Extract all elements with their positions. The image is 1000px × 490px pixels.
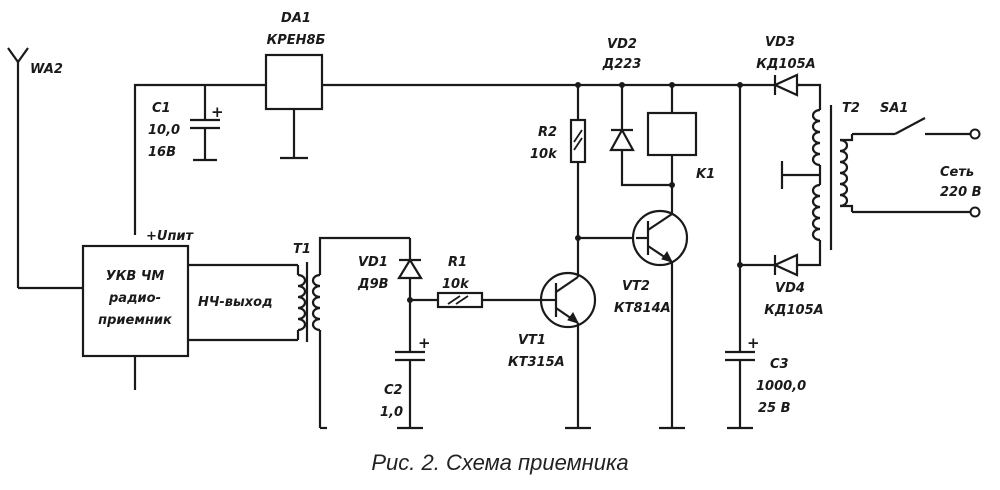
label-c2-plus: + — [418, 334, 431, 352]
label-wa2: WA2 — [30, 62, 63, 77]
label-vd4-ref: VD4 — [775, 281, 805, 296]
label-unit: +Uпит — [146, 229, 195, 244]
resistor-r1 — [410, 291, 542, 309]
label-vt1-ref: VT1 — [518, 333, 546, 348]
mains-terminals — [852, 128, 981, 218]
label-r2-val: 10k — [530, 147, 558, 162]
label-vd2-type: Д223 — [602, 57, 642, 72]
rectifier-bus — [737, 82, 775, 352]
label-c3-volt: 25 В — [758, 401, 791, 416]
label-c2-ref: C2 — [384, 383, 403, 398]
fm-receiver-block — [81, 244, 190, 390]
label-vd3-type: КД105А — [756, 57, 815, 72]
label-r2-ref: R2 — [538, 125, 557, 140]
transformer-t2 — [780, 105, 854, 250]
transformer-t1 — [297, 236, 410, 428]
label-c1-volt: 16В — [148, 145, 176, 160]
label-c3-ref: C3 — [770, 357, 789, 372]
top-power-rail — [133, 83, 800, 235]
antenna-wa2 — [7, 47, 83, 290]
label-vd1-type: Д9В — [357, 277, 389, 292]
label-r1-val: 10k — [442, 277, 470, 292]
label-sa1: SA1 — [880, 101, 908, 116]
label-t2: T2 — [842, 101, 860, 116]
label-receiver-3: приемник — [98, 313, 173, 328]
label-c3-val: 1000,0 — [756, 379, 806, 394]
regulator-da1 — [264, 53, 324, 160]
resistor-r2 — [569, 82, 636, 241]
label-da1-ref: DA1 — [281, 11, 311, 26]
label-receiver-1: УКВ ЧМ — [106, 269, 165, 284]
relay-k1 — [646, 82, 698, 188]
figure-caption: Рис. 2. Схема приемника — [371, 450, 629, 475]
label-vd3-ref: VD3 — [765, 35, 795, 50]
diode-vd1 — [397, 238, 423, 352]
label-c2-val: 1,0 — [380, 405, 403, 420]
label-mains-2: 220 В — [940, 185, 982, 200]
label-receiver-2: радио- — [108, 291, 161, 306]
label-vt2-ref: VT2 — [622, 279, 650, 294]
label-vd4-type: КД105А — [764, 303, 823, 318]
label-c1-val: 10,0 — [148, 123, 180, 138]
label-k1: K1 — [696, 167, 715, 182]
label-c1-plus: + — [211, 103, 224, 121]
receiver-schematic: WA2 DA1 КРЕН8Б C1 10,0 16В + +Uпит УКВ Ч… — [7, 11, 982, 430]
label-da1-type: КРЕН8Б — [267, 33, 326, 48]
label-c1-ref: C1 — [152, 101, 171, 116]
label-lf-out: НЧ-выход — [198, 295, 273, 310]
capacitor-c2 — [395, 350, 425, 428]
switch-sa1 — [852, 117, 970, 136]
transistor-vt2 — [631, 185, 689, 428]
label-c3-plus: + — [747, 334, 760, 352]
label-mains-1: Сеть — [940, 165, 974, 180]
diode-vd3 — [772, 73, 822, 110]
capacitor-c3 — [725, 350, 755, 428]
label-vd1-ref: VD1 — [358, 255, 388, 270]
capacitor-c1 — [190, 85, 220, 162]
label-r1-ref: R1 — [448, 255, 467, 270]
label-vd2-ref: VD2 — [607, 37, 637, 52]
diode-vd2 — [609, 82, 672, 187]
lf-output-wires — [188, 263, 300, 342]
diode-vd4 — [772, 240, 822, 277]
label-vt2-type: КТ814А — [614, 301, 671, 316]
transistor-vt1 — [539, 238, 597, 428]
label-t1: T1 — [293, 242, 311, 257]
label-vt1-type: КТ315А — [508, 355, 565, 370]
